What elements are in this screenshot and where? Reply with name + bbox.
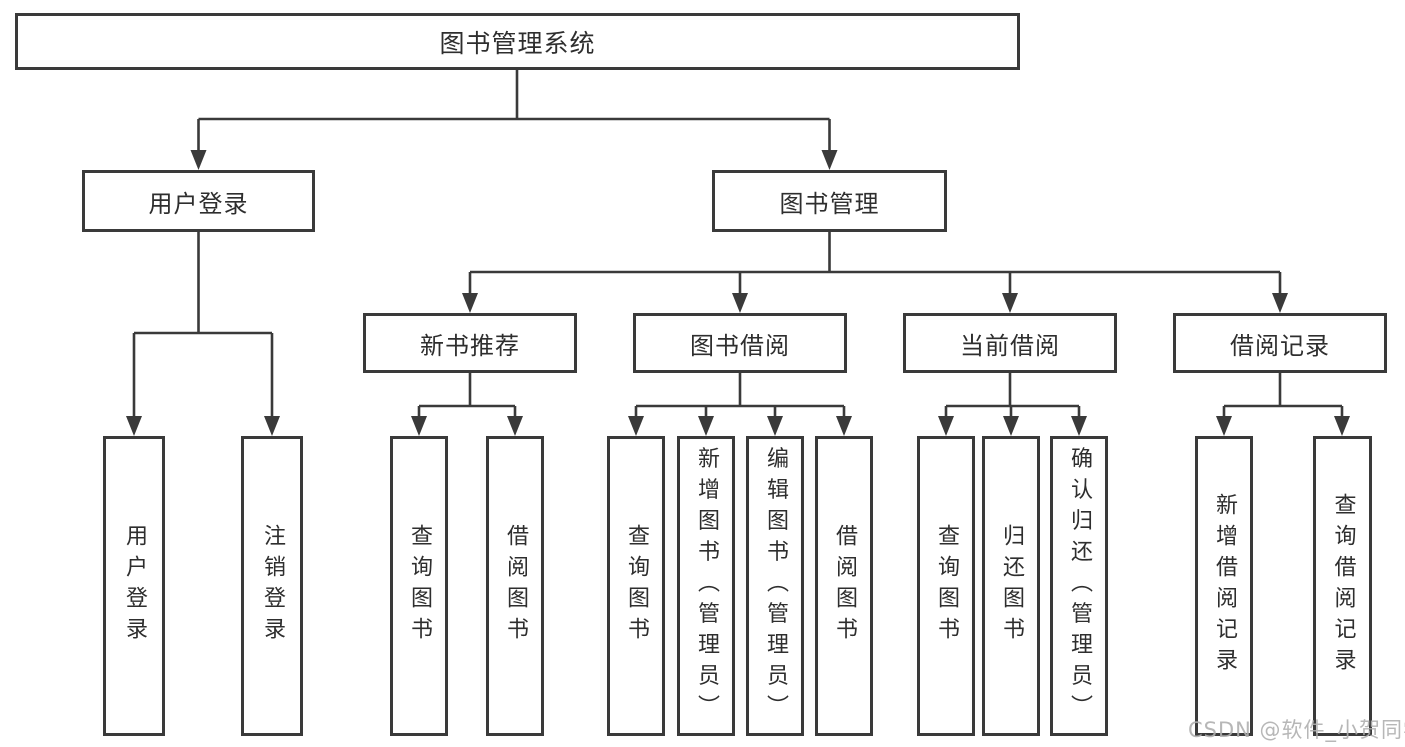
node-label: 查询图书	[624, 524, 649, 648]
node-current-borrowing: 当前借阅	[903, 313, 1117, 373]
arrow-down-icon	[1002, 293, 1018, 313]
node-label: 新书推荐	[420, 331, 520, 360]
node-label: 归还图书	[999, 524, 1024, 648]
leaf-add-borrow-record: 新增借阅记录	[1195, 436, 1253, 736]
arrow-down-icon	[507, 416, 523, 436]
node-borrowing-records: 借阅记录	[1173, 313, 1387, 373]
leaf-query-books-recommend: 查询图书	[390, 436, 448, 736]
node-label: 查询图书	[934, 524, 959, 648]
arrow-down-icon	[1003, 416, 1019, 436]
arrow-down-icon	[628, 416, 644, 436]
leaf-query-borrow-record: 查询借阅记录	[1313, 436, 1372, 736]
node-label: 图书借阅	[690, 331, 790, 360]
leaf-query-books-current: 查询图书	[917, 436, 975, 736]
arrow-down-icon	[938, 416, 954, 436]
arrow-down-icon	[126, 416, 142, 436]
node-label: 图书管理	[779, 189, 880, 218]
leaf-return-books: 归还图书	[982, 436, 1040, 736]
connector-book-management-children	[462, 232, 1288, 313]
node-library-system: 图书管理系统	[15, 13, 1020, 70]
node-label: 新增图书（管理员）	[694, 446, 719, 726]
connector-book-borrowing-children	[628, 373, 852, 436]
leaf-confirm-return-admin: 确认归还（管理员）	[1050, 436, 1108, 736]
watermark: CSDN @软件_小贺同学	[1188, 718, 1405, 742]
connector-current-borrowing-children	[938, 373, 1087, 436]
arrow-down-icon	[1071, 416, 1087, 436]
arrow-down-icon	[1216, 416, 1232, 436]
node-label: 编辑图书（管理员）	[763, 446, 788, 726]
leaf-edit-books-admin: 编辑图书（管理员）	[746, 436, 804, 736]
node-label: 用户登录	[148, 189, 249, 218]
arrow-down-icon	[1272, 293, 1288, 313]
node-book-management: 图书管理	[712, 170, 947, 232]
leaf-logout-login: 注销登录	[241, 436, 303, 736]
node-label: 用户登录	[122, 524, 147, 648]
node-label: 查询借阅记录	[1330, 493, 1356, 679]
leaf-add-books-admin: 新增图书（管理员）	[677, 436, 735, 736]
arrow-down-icon	[821, 150, 838, 170]
arrow-down-icon	[767, 416, 783, 436]
node-label: 借阅图书	[503, 524, 528, 648]
leaf-user-login: 用户登录	[103, 436, 165, 736]
arrow-down-icon	[190, 150, 207, 170]
node-label: 借阅图书	[832, 524, 857, 648]
node-new-book-recommend: 新书推荐	[363, 313, 577, 373]
arrow-down-icon	[264, 416, 280, 436]
connector-user-login-children	[126, 232, 280, 436]
arrow-down-icon	[732, 293, 748, 313]
arrow-down-icon	[462, 293, 478, 313]
leaf-borrow-books: 借阅图书	[815, 436, 873, 736]
node-label: 新增借阅记录	[1212, 493, 1237, 679]
arrow-down-icon	[411, 416, 427, 436]
node-label: 当前借阅	[960, 331, 1060, 360]
node-label: 确认归还（管理员）	[1067, 446, 1092, 726]
connector-root-to-level2	[190, 70, 838, 170]
arrow-down-icon	[1334, 416, 1350, 436]
arrow-down-icon	[698, 416, 714, 436]
leaf-borrow-books-recommend: 借阅图书	[486, 436, 544, 736]
node-label: 查询图书	[407, 524, 432, 648]
connector-borrowing-records-children	[1216, 373, 1350, 436]
connector-new-book-recommend-children	[411, 373, 523, 436]
node-label: 注销登录	[260, 524, 285, 648]
node-book-borrowing: 图书借阅	[633, 313, 847, 373]
arrow-down-icon	[836, 416, 852, 436]
node-user-login: 用户登录	[82, 170, 315, 232]
leaf-query-books-borrowing: 查询图书	[607, 436, 665, 736]
node-label: 图书管理系统	[439, 28, 596, 58]
node-label: 借阅记录	[1230, 331, 1330, 360]
